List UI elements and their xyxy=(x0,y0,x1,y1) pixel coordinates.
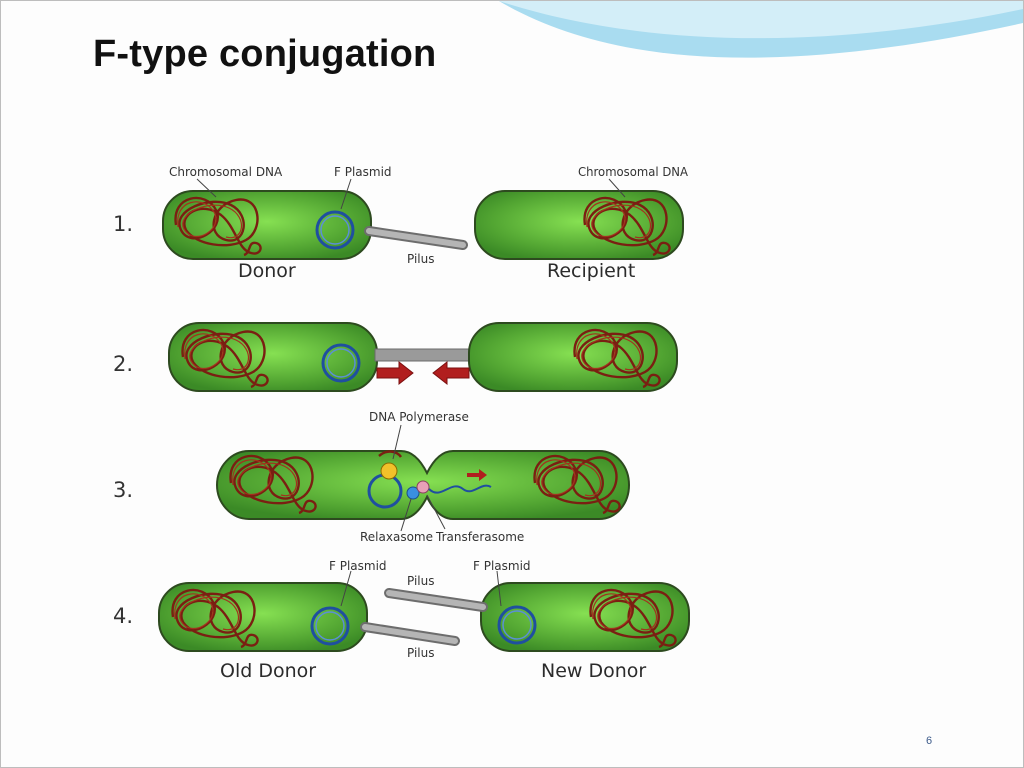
f-plasmid-donor xyxy=(315,210,355,250)
label-relaxasome: Relaxasome xyxy=(360,530,433,544)
label-dna-polymerase: DNA Polymerase xyxy=(369,410,469,424)
label-f-plasmid-right: F Plasmid xyxy=(473,559,531,573)
label-recipient: Recipient xyxy=(547,260,635,282)
step-number-3: 3. xyxy=(113,478,133,502)
recipient-cell-2 xyxy=(468,322,678,392)
label-pilus-bottom: Pilus xyxy=(407,646,435,660)
label-new-donor: New Donor xyxy=(541,660,646,682)
label-pilus: Pilus xyxy=(407,252,435,266)
dna-polymerase xyxy=(380,462,398,480)
arrow-right xyxy=(376,360,414,386)
label-donor: Donor xyxy=(238,260,296,282)
step-4: F Plasmid F Plasmid Pilus Pilus Old Dono… xyxy=(158,559,690,682)
label-f-plasmid-left: F Plasmid xyxy=(329,559,387,573)
header-wave xyxy=(499,1,1023,58)
pilus-2 xyxy=(374,348,474,362)
step-2 xyxy=(168,322,678,392)
transferred-dna-strand xyxy=(428,484,492,494)
transfer-arrow xyxy=(467,469,487,481)
step-number-4: 4. xyxy=(113,604,133,628)
label-chromosomal-dna-left: Chromosomal DNA xyxy=(169,165,283,179)
old-donor-cell xyxy=(158,582,368,652)
label-transferasome: Transferasome xyxy=(435,530,524,544)
step-number-1: 1. xyxy=(113,212,133,236)
transferasome xyxy=(416,480,430,494)
step-1: Chromosomal DNA F Plasmid Chromosomal DN… xyxy=(162,165,689,282)
slide-title: F-type conjugation xyxy=(93,33,437,75)
label-chromosomal-dna-right: Chromosomal DNA xyxy=(578,165,689,179)
label-f-plasmid: F Plasmid xyxy=(334,165,392,179)
relaxasome xyxy=(406,486,420,500)
f-plasmid-old-donor xyxy=(310,606,350,646)
f-plasmid-donor-2 xyxy=(321,343,361,383)
step-3: DNA Polymerase Relaxasome Transferasome xyxy=(215,410,631,544)
label-old-donor: Old Donor xyxy=(220,660,316,682)
step-number-2: 2. xyxy=(113,352,133,376)
arrow-left xyxy=(432,360,470,386)
label-pilus-top: Pilus xyxy=(407,574,435,588)
slide-number: 6 xyxy=(926,735,933,747)
f-plasmid-new-donor xyxy=(497,605,537,645)
